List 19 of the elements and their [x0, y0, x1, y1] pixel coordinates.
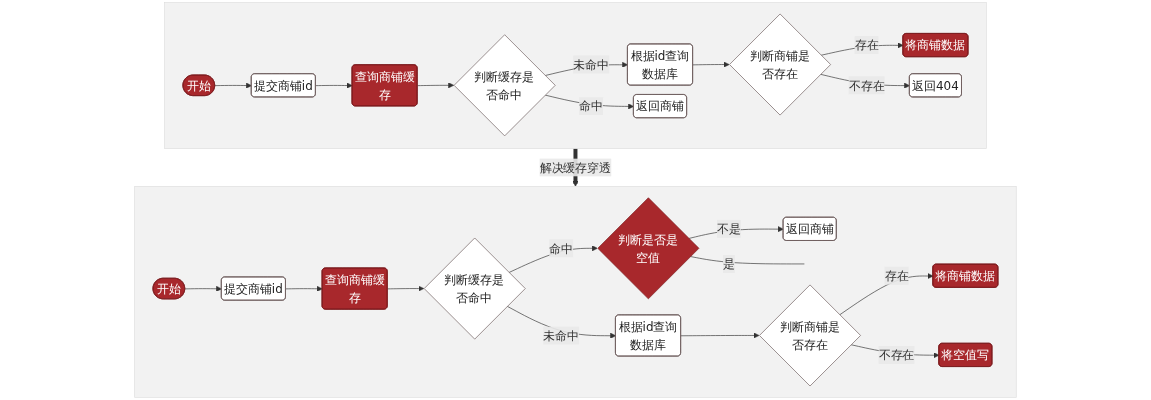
edge-label: 命中: [579, 99, 604, 114]
edge-label: 存在: [884, 268, 909, 283]
edge-label: 是: [722, 256, 735, 271]
edge-label: 不存在: [878, 347, 915, 362]
node-diamond: 判断缓存是否命中: [423, 237, 526, 340]
edge-label: 存在: [854, 38, 879, 53]
edge-label: 未命中: [573, 57, 610, 72]
edge-label: 未命中: [543, 328, 580, 343]
edge-label: 不存在: [848, 78, 885, 93]
connector: [690, 256, 805, 265]
edge-label: 不是: [716, 221, 741, 236]
cluster: [164, 2, 987, 149]
node-diamond: 判断是否是空值: [597, 197, 700, 300]
node-diamond: 判断商铺是否存在: [759, 284, 861, 387]
edge-label: 命中: [549, 241, 574, 256]
cluster: [134, 186, 1017, 398]
node-diamond: 判断商铺是否存在: [729, 13, 831, 116]
node-diamond: 判断缓存是否命中: [453, 34, 556, 137]
edge-label: 解决缓存穿透: [539, 160, 612, 175]
